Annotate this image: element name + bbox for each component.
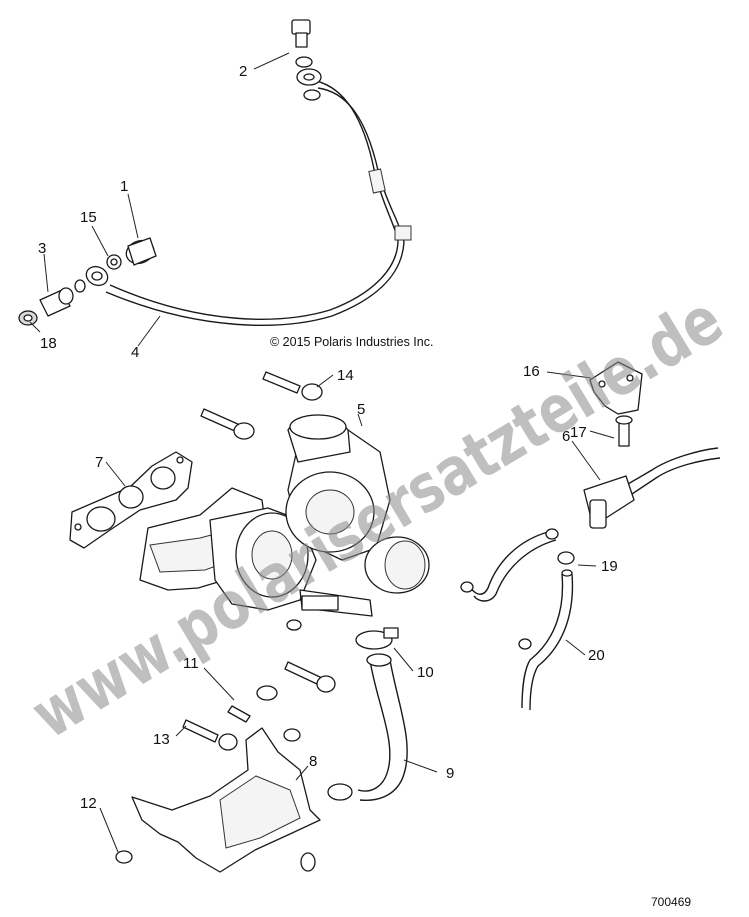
callout-15: 15 (80, 209, 97, 226)
callout-6: 6 (562, 428, 570, 445)
heat-shield-part-8 (131, 727, 321, 873)
callout-18: 18 (40, 335, 57, 352)
clip-part-19 (557, 551, 575, 565)
callout-20: 20 (588, 647, 605, 664)
bolt-part-12 (115, 850, 316, 872)
callout-2: 2 (239, 63, 247, 80)
bracket-part-16 (589, 361, 643, 415)
callout-13: 13 (153, 731, 170, 748)
callout-labels: 1 2 3 4 5 6 7 8 9 10 11 12 13 14 15 16 1… (38, 63, 618, 812)
callout-11: 11 (183, 655, 199, 672)
callout-9: 9 (446, 765, 454, 782)
clamp-part-10 (355, 627, 399, 650)
leader-lines (29, 52, 615, 853)
callout-14: 14 (337, 367, 354, 384)
callout-17: 17 (570, 424, 587, 441)
stud-part-13 (182, 719, 301, 751)
bolt-part-11 (227, 661, 336, 723)
callout-16: 16 (523, 363, 540, 380)
hose-part-20 (518, 569, 574, 711)
callout-7: 7 (95, 454, 103, 471)
adapter-part-3 (39, 287, 74, 317)
callout-4: 4 (131, 344, 139, 361)
banjo-bolt-part-2 (291, 19, 322, 101)
oil-return-hose-part-9 (327, 653, 408, 801)
vacuum-hose (460, 528, 559, 602)
callout-10: 10 (417, 664, 434, 681)
turbocharger-part-5 (139, 414, 430, 631)
manifold-gasket-part-7 (69, 451, 193, 549)
fitting-part-1 (125, 237, 157, 266)
copyright-text: © 2015 Polaris Industries Inc. (270, 335, 433, 349)
solenoid-valve-part-6 (583, 447, 721, 529)
oil-feed-line-part-4 (85, 79, 412, 326)
callout-3: 3 (38, 240, 46, 257)
diagram-number: 700469 (651, 895, 691, 909)
stud-and-nut-part-14 (200, 371, 323, 440)
bolt-part-17 (615, 415, 633, 447)
callout-1: 1 (120, 178, 128, 195)
callout-12: 12 (80, 795, 97, 812)
callout-8: 8 (309, 753, 317, 770)
callout-5: 5 (357, 401, 365, 418)
washer-part-15 (74, 254, 122, 293)
callout-19: 19 (601, 558, 618, 575)
plug-part-18 (18, 310, 38, 326)
